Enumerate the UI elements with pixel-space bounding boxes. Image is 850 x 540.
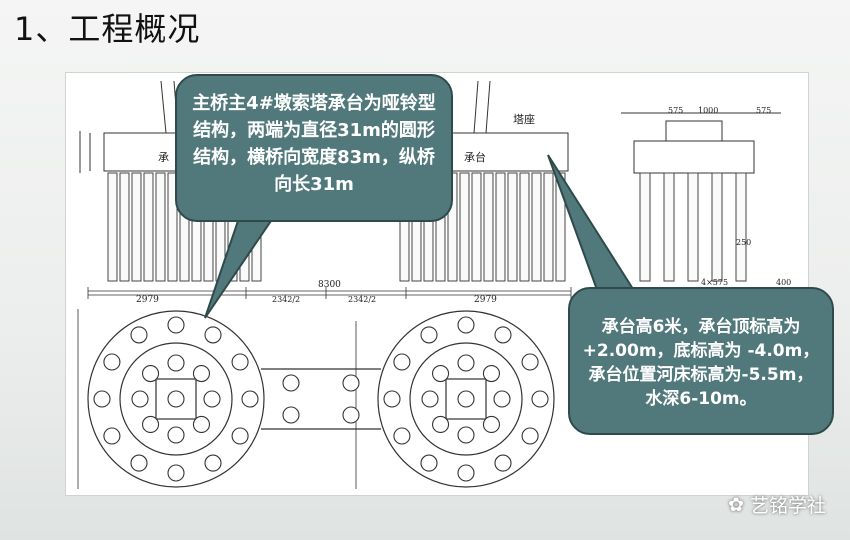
pile [735, 172, 747, 282]
pile-circle [420, 454, 438, 472]
pile-circle [282, 374, 300, 392]
pile [519, 172, 530, 282]
tower-seat-label: 塔座 [513, 112, 535, 126]
pile-circle [231, 427, 249, 445]
pile-circle [457, 354, 475, 372]
pile-circle [420, 326, 438, 344]
pile [131, 172, 142, 282]
pile [711, 172, 723, 282]
pile-circle [204, 454, 222, 472]
pile-circle [93, 390, 111, 408]
dim-right: 2979 [474, 295, 497, 305]
pile-circle [431, 364, 450, 383]
pile-circle [493, 390, 511, 408]
pile [639, 172, 651, 282]
pile-circle [167, 426, 185, 444]
pile-circle [130, 454, 148, 472]
pile-circle [494, 454, 512, 472]
dim-total: 8300 [318, 280, 341, 290]
dim-left: 2979 [136, 295, 159, 305]
pile [483, 172, 494, 282]
pile-circle [393, 353, 411, 371]
watermark-logo: ✿ 艺铭学社 [728, 491, 826, 518]
pile-circle [393, 427, 411, 445]
pile [471, 172, 482, 282]
pile [119, 172, 130, 282]
wechat-icon: ✿ [728, 493, 744, 516]
pile-circle [103, 427, 121, 445]
dim-4x575: 4×575 [701, 278, 728, 287]
dim-mid-left: 2342/2 [272, 295, 300, 304]
dim-250: 250 [736, 238, 751, 247]
dim-1000: 1000 [698, 106, 718, 115]
pile [663, 172, 675, 282]
pile [543, 172, 554, 282]
pile [495, 172, 506, 282]
pile-circle [167, 354, 185, 372]
pile-circle [342, 374, 360, 392]
pile-circle [342, 406, 360, 424]
pile-circle [130, 326, 148, 344]
pile-circle [521, 427, 539, 445]
pile-circle [457, 464, 475, 482]
drawing-svg: 承 承台 塔座 8300 2979 2342/2 2342/2 2979 575… [77, 80, 791, 489]
pile-circle [494, 326, 512, 344]
dim-400: 400 [776, 278, 791, 287]
pile-circle [167, 316, 185, 334]
pile-circle [421, 390, 439, 408]
pile [143, 172, 154, 282]
pile-circle [531, 390, 549, 408]
pile-circle [457, 390, 475, 408]
pile-circle [141, 415, 160, 434]
pile [155, 172, 166, 282]
pile [107, 172, 118, 282]
pile-circle [482, 364, 501, 383]
pile-circle [231, 353, 249, 371]
pile [167, 172, 178, 282]
pile-circle [167, 464, 185, 482]
dim-575b: 575 [756, 106, 771, 115]
dim-mid-right: 2342/2 [348, 295, 376, 304]
pile-circle [521, 353, 539, 371]
pile-circle [192, 364, 211, 383]
callout-elevation: 承台高6米，承台顶标高为+2.00m，底标高为 -4.0m，承台位置河床标高为-… [568, 287, 834, 435]
pile-circle [131, 390, 149, 408]
pile [687, 172, 699, 282]
pile-circle [141, 364, 160, 383]
pile-circle [383, 390, 401, 408]
pile-circle [203, 390, 221, 408]
pile [459, 172, 470, 282]
callout-structure: 主桥主4#墩索塔承台为哑铃型结构，两端为直径31m的圆形结构，横桥向宽度83m，… [175, 74, 453, 222]
pile-circle [457, 316, 475, 334]
dim-575a: 575 [668, 106, 683, 115]
cap-label-left: 承 [158, 151, 169, 164]
watermark-text: 艺铭学社 [749, 495, 826, 517]
pile-circle [241, 390, 259, 408]
pile-circle [457, 426, 475, 444]
pile-circle [192, 415, 211, 434]
pile [507, 172, 518, 282]
pile-circle [167, 390, 185, 408]
pile-circle [204, 326, 222, 344]
cap-label-right: 承台 [464, 150, 486, 164]
pile-circle [482, 415, 501, 434]
slide-title: 1、工程概况 [14, 10, 201, 48]
pile [531, 172, 542, 282]
pile-circle [103, 353, 121, 371]
pile-circle [431, 415, 450, 434]
pile-circle [282, 406, 300, 424]
